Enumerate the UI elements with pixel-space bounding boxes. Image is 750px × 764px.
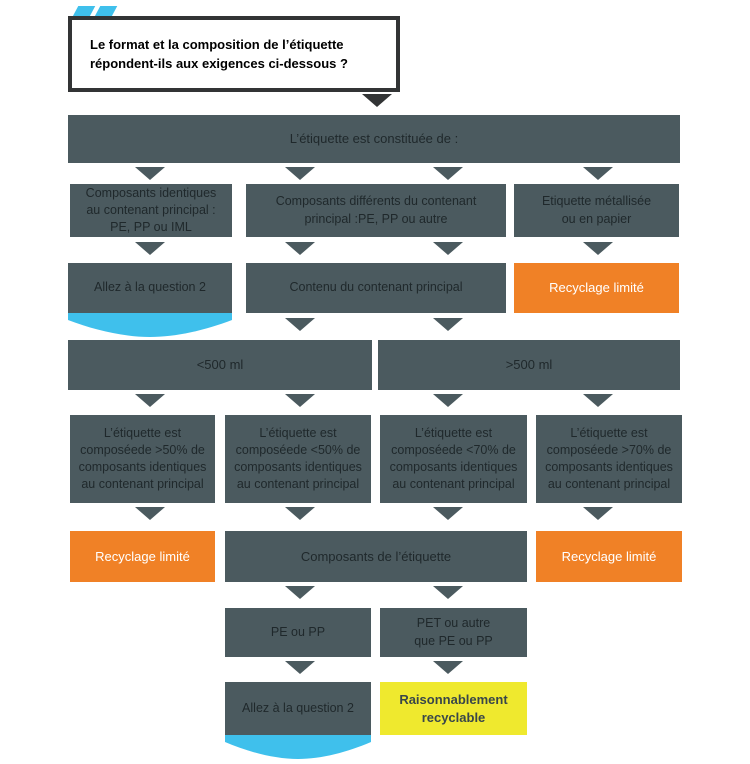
arrow-down-icon <box>285 318 315 331</box>
arrow-down-icon <box>285 507 315 520</box>
node-composants-identiques: Composants identiques au contenant princ… <box>70 184 232 237</box>
node-plus-500ml: >500 ml <box>378 340 680 390</box>
node-composee-sup50: L’étiquette est composéede >50% de compo… <box>70 415 215 503</box>
arrow-down-icon <box>433 167 463 180</box>
node-recyclage-limite-b: Recyclage limité <box>70 531 215 582</box>
node-composee-inf50: L’étiquette est composéede <50% de compo… <box>225 415 371 503</box>
node-composee-inf70: L’étiquette est composéede <70% de compo… <box>380 415 527 503</box>
arrow-down-icon <box>433 318 463 331</box>
node-contenu-contenant: Contenu du contenant principal <box>246 263 506 313</box>
arrow-down-icon <box>433 394 463 407</box>
arrow-down-icon <box>135 167 165 180</box>
node-allez-question-2-a: Allez à la question 2 <box>68 263 232 313</box>
node-pe-ou-pp: PE ou PP <box>225 608 371 657</box>
arrow-down-icon <box>362 94 392 107</box>
node-etiquette-metallisee: Etiquette métallisée ou en papier <box>514 184 679 237</box>
ribbon-banner-icon <box>225 734 371 759</box>
arrow-down-icon <box>433 242 463 255</box>
node-pet-ou-autre: PET ou autre que PE ou PP <box>380 608 527 657</box>
arrow-down-icon <box>285 242 315 255</box>
node-question: Le format et la composition de l’étiquet… <box>68 16 400 92</box>
ribbon-banner-icon <box>68 312 232 337</box>
node-moins-500ml: <500 ml <box>68 340 372 390</box>
node-constitution: L’étiquette est constituée de : <box>68 115 680 163</box>
arrow-down-icon <box>135 507 165 520</box>
arrow-down-icon <box>285 661 315 674</box>
arrow-down-icon <box>285 167 315 180</box>
arrow-down-icon <box>433 661 463 674</box>
node-raisonnablement-recyclable: Raisonnablement recyclable <box>380 682 527 735</box>
arrow-down-icon <box>583 507 613 520</box>
node-recyclage-limite-c: Recyclage limité <box>536 531 682 582</box>
arrow-down-icon <box>433 586 463 599</box>
node-composants-differents: Composants différents du contenant princ… <box>246 184 506 237</box>
node-recyclage-limite-a: Recyclage limité <box>514 263 679 313</box>
arrow-down-icon <box>135 242 165 255</box>
arrow-down-icon <box>433 507 463 520</box>
arrow-down-icon <box>583 242 613 255</box>
arrow-down-icon <box>583 167 613 180</box>
arrow-down-icon <box>135 394 165 407</box>
node-composants-etiquette: Composants de l’étiquette <box>225 531 527 582</box>
arrow-down-icon <box>285 586 315 599</box>
arrow-down-icon <box>583 394 613 407</box>
node-composee-sup70: L’étiquette est composéede >70% de compo… <box>536 415 682 503</box>
arrow-down-icon <box>285 394 315 407</box>
node-allez-question-2-b: Allez à la question 2 <box>225 682 371 735</box>
